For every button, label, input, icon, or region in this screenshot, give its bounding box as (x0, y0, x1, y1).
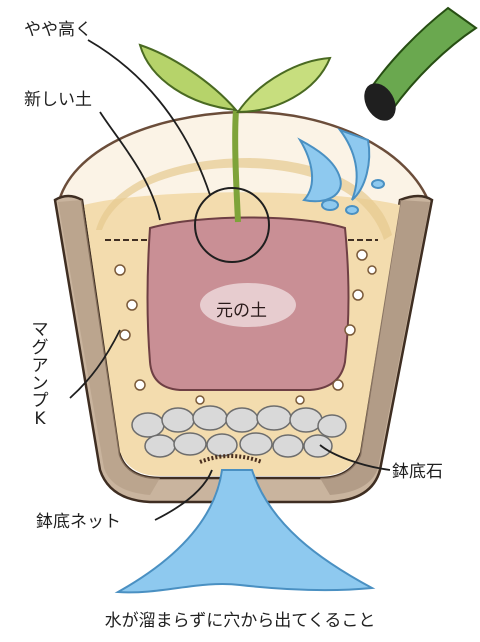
label-pot-net: 鉢底ネット (36, 512, 121, 532)
fertilizer-beads (114, 249, 377, 405)
stem-highlight-circle (194, 187, 270, 263)
label-pot-stones: 鉢底石 (392, 462, 443, 482)
label-original-soil: 元の土 (216, 301, 267, 321)
label-new-soil: 新しい土 (24, 90, 92, 110)
watering-hose-icon (364, 6, 478, 121)
leader-lines (69, 39, 391, 521)
water-outflow-icon (114, 469, 376, 594)
caption: 水が溜まらずに穴から出てくること (104, 611, 376, 631)
pot-left-wall (58, 200, 160, 495)
seedling-icon (138, 43, 332, 223)
pot-net (199, 454, 263, 464)
pot-stones (131, 405, 347, 458)
water-splash-icon (297, 127, 385, 215)
label-fertilizer: マグアンプK (31, 320, 49, 430)
label-slightly-higher: やや高く (24, 20, 92, 40)
pot-right-wall (320, 200, 430, 495)
